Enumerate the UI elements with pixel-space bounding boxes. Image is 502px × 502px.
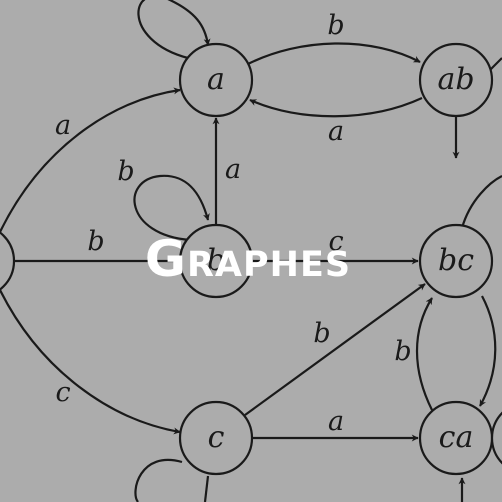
title-overlay: Graphes: [145, 230, 351, 288]
edge-label-b-to-a: a: [225, 154, 241, 185]
node-label-b: b: [206, 243, 225, 278]
edge-ca-to-bc: [415, 297, 433, 411]
edge-label-c-to-bc: b: [313, 318, 330, 349]
node-right-edge-partial: [490, 411, 502, 465]
edge-label-c-to-ca: a: [328, 406, 344, 437]
edge-label-b-to-bc: c: [328, 226, 343, 257]
edge-start-to-c: [0, 289, 181, 435]
edge-b-self-loop: [133, 174, 210, 242]
edge-label-start-to-a: a: [55, 110, 71, 141]
edge-label-ca-to-bc: b: [394, 336, 411, 367]
edge-c-bottom-partial: [203, 475, 210, 502]
edge-label-a-to-ab: b: [327, 10, 344, 41]
edge-label-start-to-b: b: [87, 226, 104, 257]
edge-c-self-partial: [134, 458, 183, 502]
node-bc: [418, 223, 494, 299]
edge-c-to-bc: [244, 283, 426, 416]
node-label-bc: bc: [438, 243, 474, 278]
edge-a-to-ab: [247, 42, 421, 65]
node-ab: [418, 42, 494, 118]
edge-ab-to-a: [249, 97, 423, 118]
edge-label-b-self: b: [117, 156, 134, 187]
node-a: [178, 42, 254, 118]
node-label-ab: ab: [437, 62, 474, 97]
edge-label-start-to-c: c: [55, 377, 70, 408]
edge-label-ab-to-a: a: [328, 116, 344, 147]
edge-bc-to-ca: [479, 295, 497, 407]
node-label-c: c: [208, 420, 225, 455]
node-b: [178, 223, 254, 299]
node-start-partial: [0, 231, 16, 291]
edge-bc-self-partial: [460, 175, 502, 229]
edge-a-self-loop: [137, 0, 211, 60]
node-c: [178, 400, 254, 476]
edge-start-to-a: [0, 87, 181, 233]
node-label-a: a: [207, 62, 225, 97]
node-label-ca: ca: [439, 420, 474, 455]
